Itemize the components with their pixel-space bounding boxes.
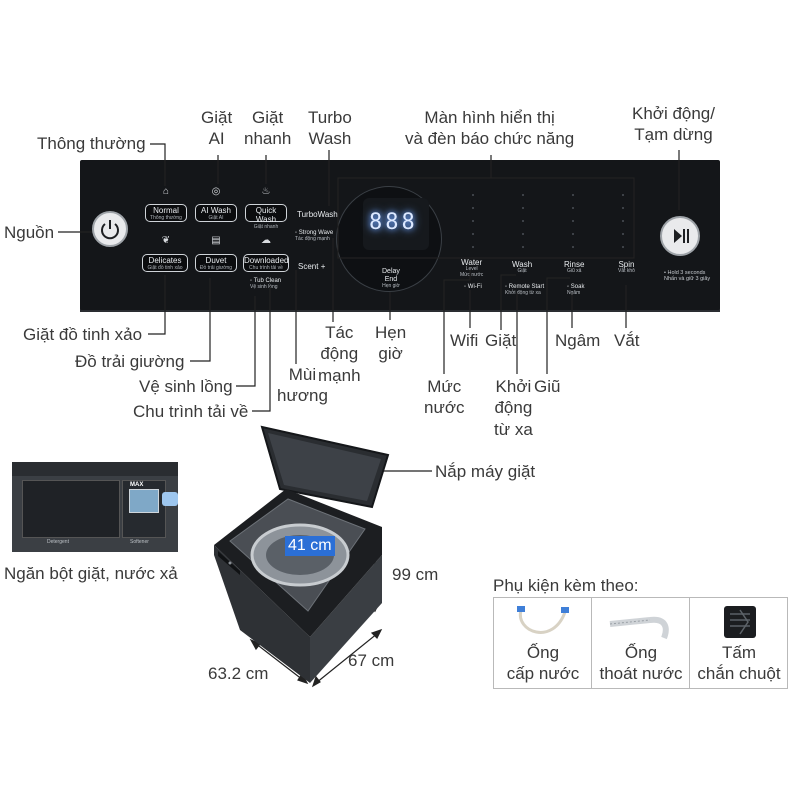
ai-wash-button[interactable]: AI Wash Giặt AI xyxy=(195,204,237,222)
softener-label: Softener xyxy=(130,539,149,545)
indicator-dot xyxy=(572,220,574,222)
washer-body xyxy=(214,545,310,683)
power-button[interactable] xyxy=(92,211,128,247)
indicator-dot xyxy=(572,207,574,209)
delay-end-label[interactable]: Delay End Hẹn giờ xyxy=(382,268,400,290)
indicator-dot xyxy=(522,207,524,209)
wifi-indicator: ◦ Wi-Fi xyxy=(464,284,482,290)
indicator-dot xyxy=(522,233,524,235)
bed-icon: ▤ xyxy=(211,235,221,246)
detergent-label: Detergent xyxy=(47,539,69,545)
quick-icon: ♨ xyxy=(261,186,271,197)
water-level-label[interactable]: Water Level Mức nước xyxy=(460,258,484,278)
indicator-dot xyxy=(622,233,624,235)
detergent-tray xyxy=(22,480,120,538)
scent-label[interactable]: Scent + xyxy=(298,262,326,271)
callout-normal: Thông thường xyxy=(37,134,146,153)
play-pause-icon xyxy=(674,229,689,243)
indicator-dot xyxy=(572,194,574,196)
wash-label[interactable]: Wash Giặt xyxy=(512,260,533,275)
width-dimension: 63.2 cm xyxy=(208,664,269,683)
normal-button[interactable]: Normal Thông thường xyxy=(145,204,187,222)
depth-dimension: 67 cm xyxy=(348,651,395,670)
indicator-dot xyxy=(622,220,624,222)
callout-start-pause: Khởi động/Tạm dừng xyxy=(632,104,715,145)
indicator-dot xyxy=(522,220,524,222)
drain-hose-icon xyxy=(609,616,669,640)
rat-guard-plate-icon xyxy=(724,606,756,638)
cloud-download-icon: ☁ xyxy=(261,235,271,246)
turbowash-label[interactable]: TurboWash xyxy=(297,210,338,219)
callout-power: Nguồn xyxy=(4,223,55,242)
tub-clean-label: ◦ Tub Clean Vệ sinh lồng xyxy=(250,278,282,290)
accessory-drain-hose: Ống thoát nước xyxy=(591,597,690,689)
indicator-dot xyxy=(522,246,524,248)
indicator-dot xyxy=(622,246,624,248)
accessory-rat-guard: Tấm chắn chuột xyxy=(689,597,788,689)
duvet-button[interactable]: Duvet Đồ trải giường xyxy=(195,254,237,272)
callout-wash: Giặt xyxy=(485,331,517,350)
callout-delicates: Giặt đồ tinh xảo xyxy=(23,325,143,344)
drum-dimension: 41 cm xyxy=(285,536,335,556)
ai-icon: ◎ xyxy=(211,186,221,197)
quick-wash-button[interactable]: Quick Wash Giặt nhanh xyxy=(245,204,287,229)
callout-duvet: Đồ trải giường xyxy=(75,352,185,371)
feather-icon: ❦ xyxy=(161,235,171,246)
callout-downloaded: Chu trình tải về xyxy=(133,402,249,421)
callout-rinse: Giũ xyxy=(534,377,561,396)
indicator-dot xyxy=(472,194,474,196)
rinse-label[interactable]: Rinse Giũ xả xyxy=(564,260,585,275)
accessories-title: Phụ kiện kèm theo: xyxy=(493,576,639,595)
softener-tray: MAX xyxy=(122,480,166,538)
indicator-dot xyxy=(622,194,624,196)
indicator-dot xyxy=(472,246,474,248)
height-dimension: 99 cm xyxy=(392,565,439,584)
indicator-dot xyxy=(472,233,474,235)
callout-lid: Nắp máy giặt xyxy=(435,462,536,481)
callout-soak: Ngâm xyxy=(555,331,601,350)
indicator-dot xyxy=(472,207,474,209)
remote-start-label: ◦ Remote Start Khởi động từ xa xyxy=(505,284,545,296)
delicates-button[interactable]: Delicates Giặt đồ tinh xảo xyxy=(142,254,188,272)
accessory-water-inlet-hose: Ống cấp nước xyxy=(493,597,592,689)
dispenser-photo: MAX Detergent Softener xyxy=(12,462,178,552)
indicator-dot xyxy=(572,246,574,248)
indicator-dot xyxy=(522,194,524,196)
water-inlet-hose-icon xyxy=(517,606,569,634)
spin-label[interactable]: Spin Vắt khô xyxy=(618,260,635,275)
control-panel: ⌂ ◎ ♨ Normal Thông thường AI Wash Giặt A… xyxy=(80,160,720,310)
strong-wave-label[interactable]: ◦ Strong Wave Tác động mạnh xyxy=(295,230,334,242)
start-pause-button[interactable] xyxy=(660,216,700,256)
indicator-dot xyxy=(472,220,474,222)
soak-label: ◦ Soak Ngâm xyxy=(567,284,585,296)
hold-note: • Hold 3 seconds Nhấn và giữ 3 giây xyxy=(664,270,711,283)
callout-wifi: Wifi xyxy=(450,331,479,350)
max-mark: MAX xyxy=(130,482,144,488)
downloaded-button[interactable]: Downloaded Chu trình tải về xyxy=(243,254,289,272)
display-digits: 888 xyxy=(369,210,418,235)
callout-dispenser: Ngăn bột giặt, nước xả xyxy=(4,564,178,583)
indicator-dot xyxy=(622,207,624,209)
shirt-icon: ⌂ xyxy=(162,186,170,197)
blue-tab xyxy=(162,492,178,506)
power-icon xyxy=(101,220,119,240)
callout-spin: Vắt xyxy=(614,331,640,350)
softener-cup xyxy=(129,489,159,513)
indicator-dot xyxy=(572,233,574,235)
display-screen: 888 xyxy=(363,198,429,250)
callout-tub-clean: Vệ sinh lồng xyxy=(139,377,233,396)
